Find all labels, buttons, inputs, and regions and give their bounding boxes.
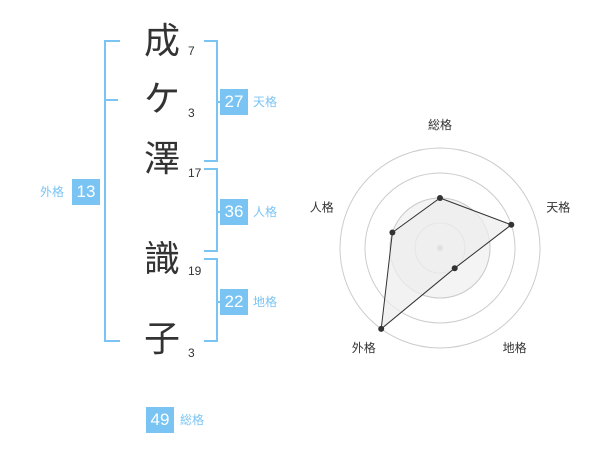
stroke-count-4: 19 <box>188 264 202 278</box>
stroke-count-2: 3 <box>188 106 195 120</box>
tenkaku-bracket-tick <box>216 101 222 103</box>
jinkaku-badge: 36 <box>220 199 248 225</box>
radar-point-3 <box>451 265 458 272</box>
stroke-count-5: 3 <box>188 346 195 360</box>
radar-point-4 <box>378 325 385 332</box>
tenkaku-label: 天格 <box>253 95 278 109</box>
name-char-4: 識 <box>143 239 180 280</box>
gaikaku-badge: 13 <box>72 179 100 205</box>
radar-axis-label-2: 天格 <box>546 199 570 214</box>
jinkaku-label: 人格 <box>253 205 278 219</box>
tenkaku-badge: 27 <box>220 89 248 115</box>
radar-grid-ring-4 <box>339 147 541 349</box>
radar-grid-ring-3 <box>364 172 516 324</box>
radar-point-1 <box>437 195 443 201</box>
jinkaku-bracket <box>204 168 218 252</box>
stroke-count-1: 7 <box>188 44 195 58</box>
soukaku-badge: 49 <box>146 407 174 433</box>
radar-axis-label-1: 総格 <box>428 117 452 132</box>
chikaku-bracket-tick <box>216 301 222 303</box>
soukaku-label: 総格 <box>180 413 205 427</box>
radar-point-2 <box>508 221 515 228</box>
outer-bracket <box>104 40 120 342</box>
jinkaku-bracket-tick <box>216 211 222 213</box>
radar-axis-label-4: 外格 <box>352 340 376 355</box>
name-char-1: 成 <box>143 21 180 62</box>
radar-point-5 <box>389 229 396 236</box>
gaikaku-label: 外格 <box>40 185 65 199</box>
stroke-count-3: 17 <box>188 166 202 180</box>
chikaku-label: 地格 <box>253 295 278 309</box>
chikaku-badge: 22 <box>220 289 248 315</box>
radar-data-area <box>380 197 513 331</box>
name-char-3: 澤 <box>143 139 180 180</box>
radar-axis-label-3: 地格 <box>503 340 527 355</box>
name-char-5: 子 <box>143 319 180 360</box>
chikaku-bracket <box>204 258 218 342</box>
name-char-2: ケ <box>143 79 180 120</box>
radar-axis-label-5: 人格 <box>310 199 334 214</box>
outer-bracket-tick <box>104 99 118 101</box>
